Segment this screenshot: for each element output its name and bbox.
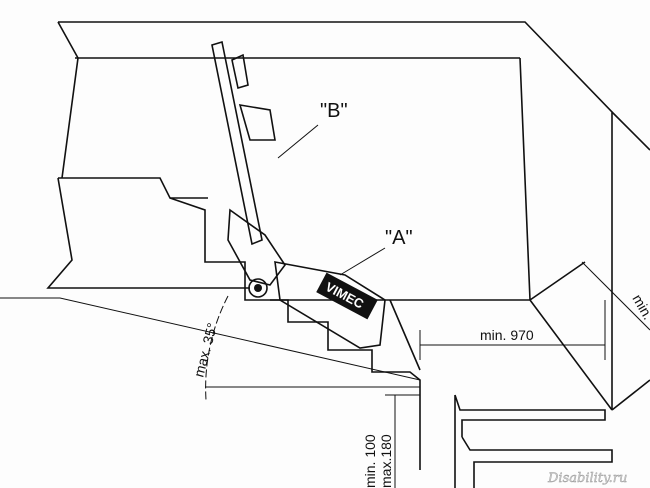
label-b: "B"	[320, 100, 348, 122]
landing-width-label: min. 970	[480, 327, 534, 343]
angle-label: max. 35°	[190, 321, 220, 379]
lower-stairs	[454, 394, 613, 488]
right-dimension-label: min.	[629, 292, 650, 323]
back-wall	[75, 57, 613, 411]
upper-landing	[46, 177, 250, 289]
step-min-label: min. 100	[362, 434, 378, 488]
staircase	[169, 197, 421, 470]
watermark: Disability.ru	[547, 471, 627, 486]
width-dimension-line	[419, 300, 606, 360]
stairlift-device: VIMEC	[211, 40, 386, 349]
step-dimension-line	[385, 394, 420, 488]
step-max-label: max.180	[378, 434, 394, 488]
slope-line	[0, 297, 421, 381]
right-dimension-line	[581, 261, 650, 331]
leader-a	[339, 247, 386, 276]
leader-b	[277, 124, 319, 159]
label-a: "A"	[385, 227, 413, 249]
ceiling-outline	[57, 21, 613, 410]
right-wall-diagonal	[611, 111, 650, 411]
